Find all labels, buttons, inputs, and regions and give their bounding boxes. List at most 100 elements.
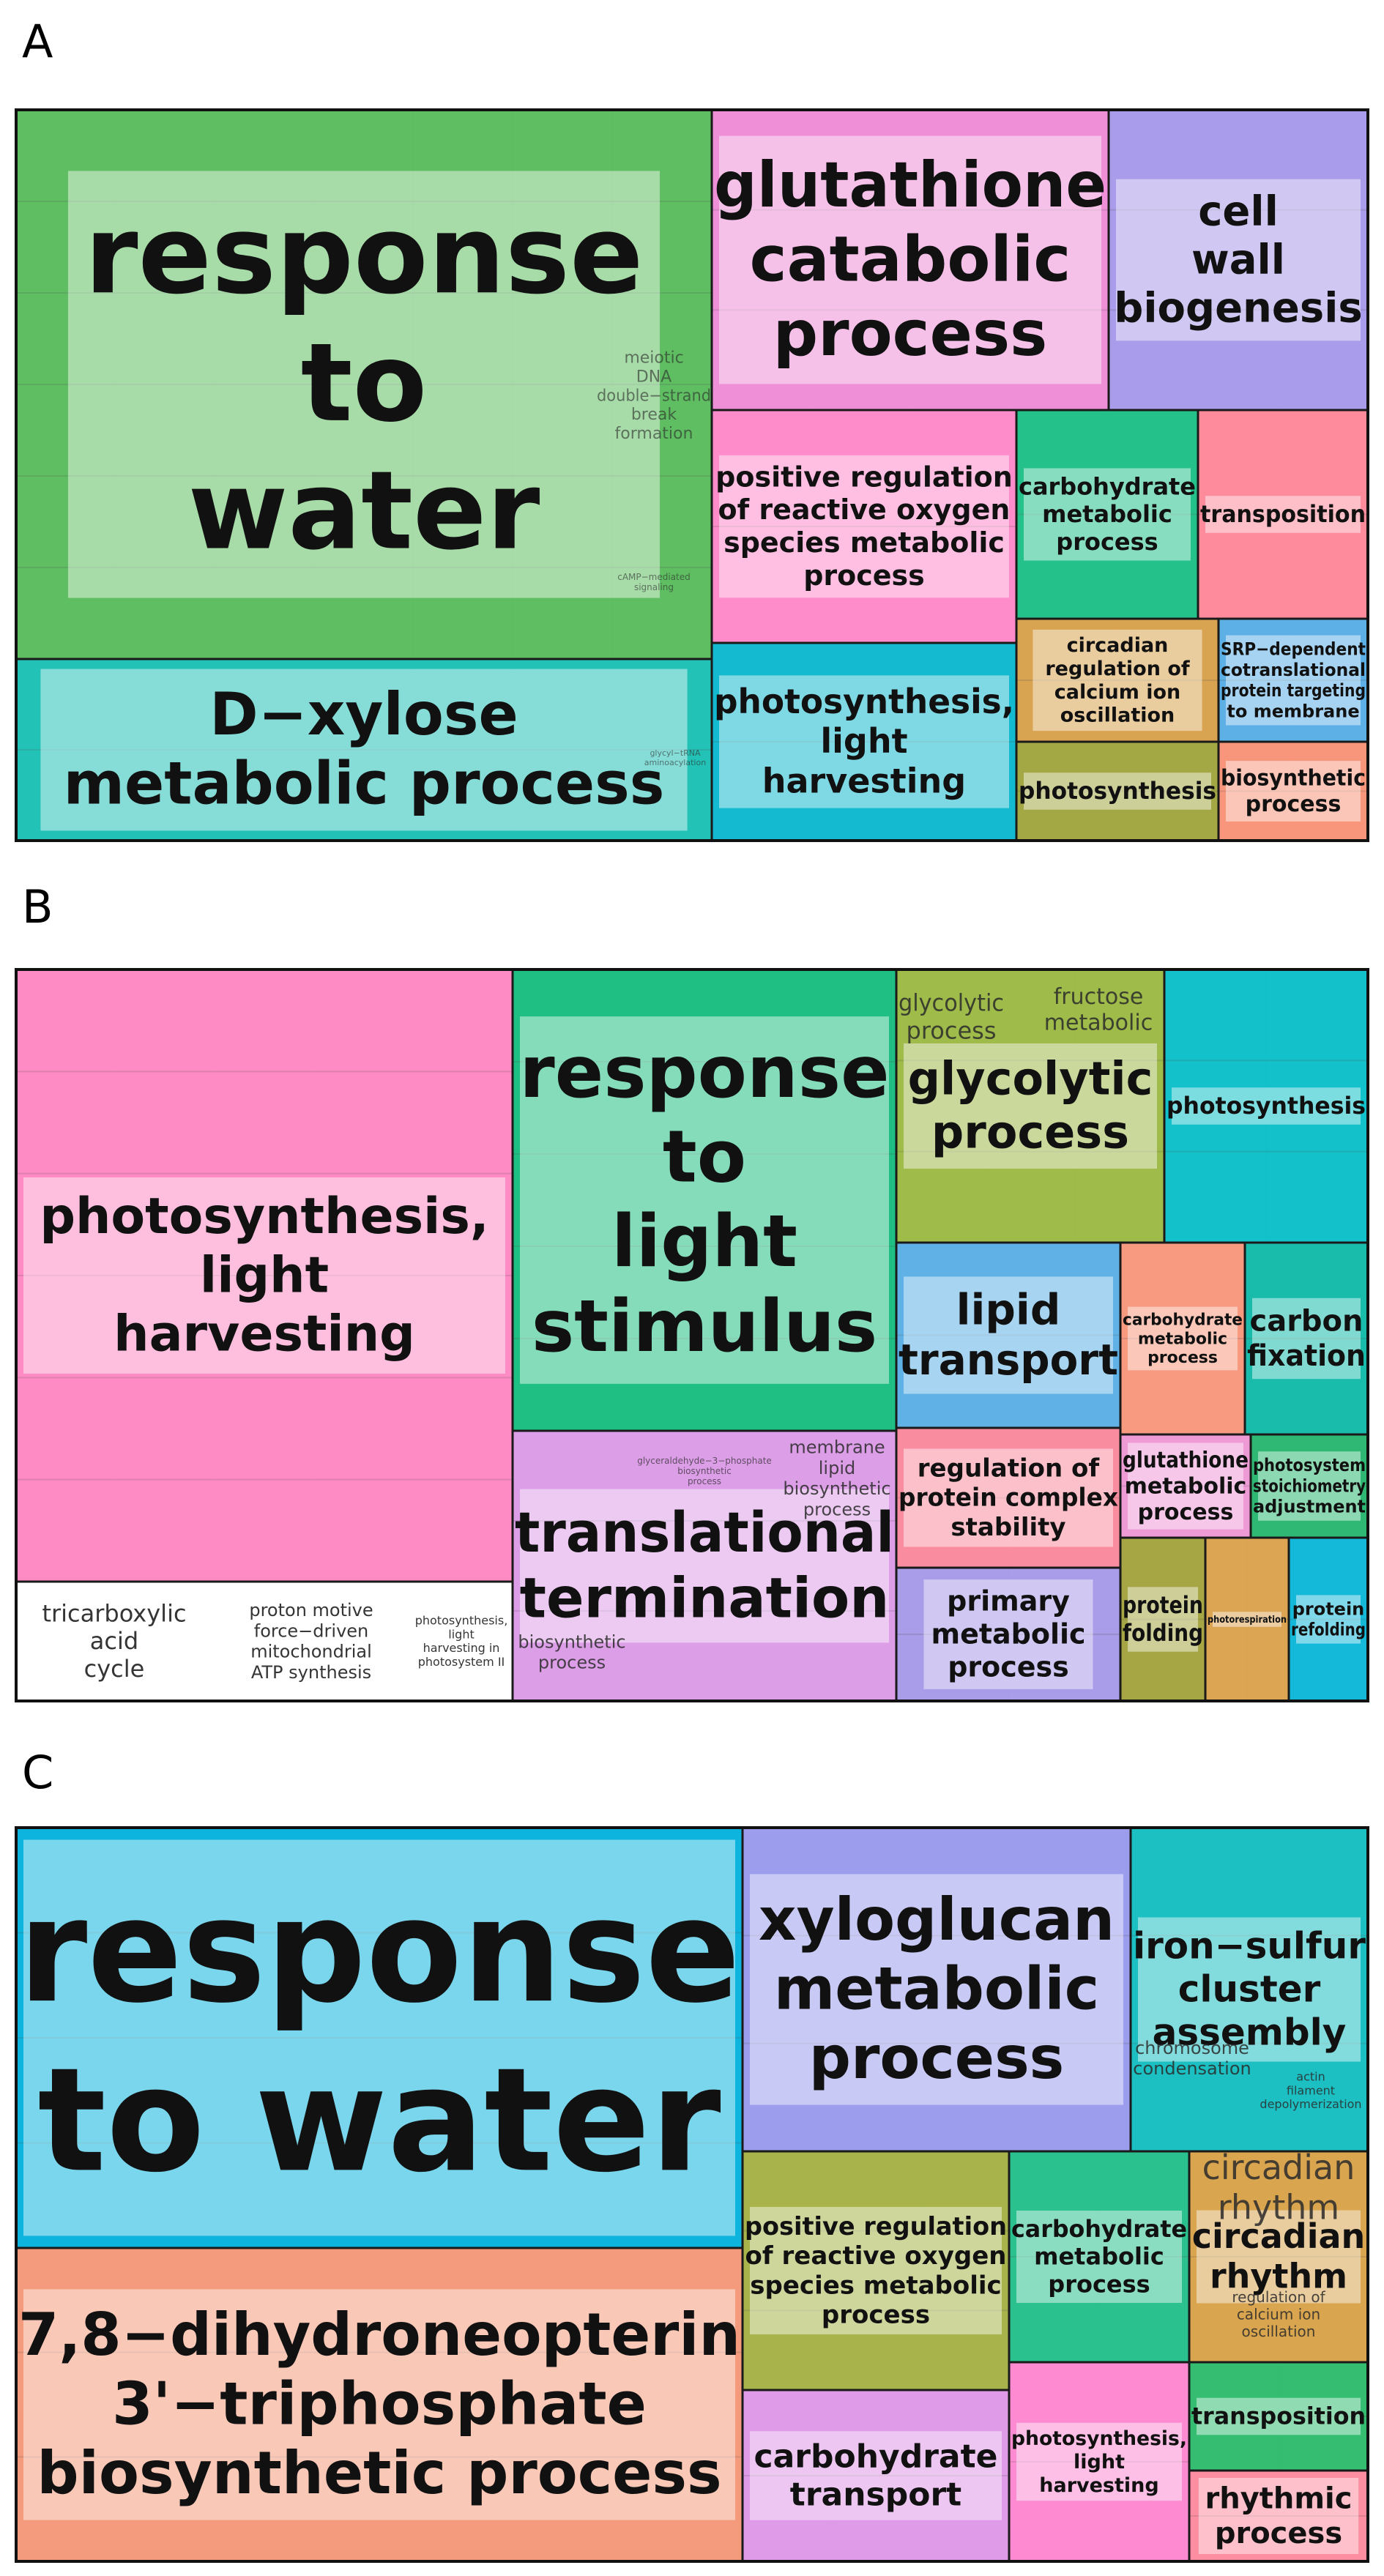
tile-label-2-4-line-2: of reactive oxygen (745, 2241, 1007, 2271)
tile-label-1-13-line-1: photorespiration (1208, 1615, 1287, 1626)
tile-bg (1219, 619, 1368, 742)
tile-label-0-5-line-1: carbohydrate (1019, 472, 1196, 500)
tile-label-2-9-line-1: transposition (1191, 2402, 1366, 2430)
tile-label-1-3-line-1: glycolytic (908, 1051, 1153, 1105)
tile-bg (16, 1828, 743, 2248)
tile-label-box (1252, 1298, 1361, 1380)
member-text-line-2: DNA (636, 368, 671, 386)
tile-bg (896, 969, 1164, 1243)
member-text-line-1: glyceraldehyde−3−phosphate (637, 1456, 772, 1466)
tile-label-0-1-line-1: D−xylose (209, 680, 518, 748)
member-label-1-0-1: proton motiveforce−drivenmitochondrialAT… (249, 1600, 373, 1683)
tile-label-1-8-line-2: protein complex (899, 1484, 1118, 1513)
tile-label-box (750, 1874, 1123, 2105)
tile-bg (1164, 969, 1368, 1243)
member-text-line-1: proton motive (249, 1600, 373, 1620)
tile-label-1-7-line-1: carbon (1249, 1305, 1363, 1339)
tile-label-box (1198, 2478, 1359, 2554)
member-text-line-1: membrane (789, 1437, 885, 1457)
member-text-line-2: light (448, 1627, 474, 1641)
treemap-frame (15, 108, 1369, 842)
tile-label-0-0-line-2: to (301, 320, 427, 446)
member-text-line-3: process (688, 1476, 721, 1486)
tile-label-0-7-line-3: harvesting (762, 761, 966, 800)
tile-label-1-5-line-1: lipid (956, 1284, 1061, 1334)
tile-label-box (1296, 1595, 1361, 1644)
tile-label-0-4-line-1: positive regulation (715, 461, 1013, 493)
member-text-line-3: oscillation (1242, 2323, 1316, 2340)
tile-label-1-1-line-1: response (519, 1031, 889, 1114)
tile-2-1: 7,8−dihydroneopterin3'−triphosphatebiosy… (15, 2246, 744, 2563)
tile-label-2-3-line-3: assembly (1153, 2011, 1347, 2054)
tile-label-1-1-line-4: stimulus (532, 1285, 877, 1369)
tile-bg (1016, 619, 1219, 742)
tile-label-2-0-line-2: to water (37, 2037, 721, 2204)
member-text-line-2: rhythm (1218, 2187, 1339, 2227)
member-text-line-1: chromosome (1135, 2038, 1249, 2058)
member-text-line-1: photosynthesis, (415, 1613, 508, 1627)
tile-label-box (1138, 1917, 1361, 2062)
tile-label-0-4-line-2: of reactive oxygen (718, 494, 1011, 526)
member-text-line-2: acid (90, 1627, 138, 1655)
tile-label-0-11-line-2: process (1246, 792, 1342, 817)
tile-label-box (520, 1016, 889, 1384)
tile-label-0-7-line-2: light (820, 721, 907, 761)
tile-label-1-5-line-2: transport (899, 1335, 1118, 1385)
tile-label-0-8-line-4: oscillation (1060, 704, 1175, 727)
tile-label-box (1024, 773, 1211, 810)
tile-label-2-5-line-3: process (1048, 2270, 1150, 2298)
tile-1-13: photorespiration (1204, 1536, 1290, 1702)
tile-label-0-2-line-2: catabolic (750, 223, 1071, 296)
tile-label-box (904, 1448, 1113, 1547)
treemap-frame (15, 968, 1369, 1702)
tile-label-0-8-line-3: calcium ion (1054, 681, 1181, 704)
tile-bg (1205, 1538, 1289, 1701)
tile-bg (896, 1568, 1120, 1701)
tile-bg (16, 2248, 743, 2561)
tile-label-box (1172, 1087, 1361, 1125)
tile-label-2-6-line-2: rhythm (1210, 2256, 1347, 2296)
tile-label-box (1213, 1612, 1281, 1627)
tile-label-0-0-line-1: response (85, 192, 644, 318)
member-text-line-2: condensation (1133, 2058, 1251, 2079)
tile-label-2-8-line-3: harvesting (1039, 2474, 1158, 2497)
member-text-line-2: biosynthetic (677, 1466, 732, 1476)
tile-label-1-11-line-3: process (948, 1650, 1069, 1683)
tile-label-box (1116, 179, 1361, 341)
tile-bg (1016, 410, 1198, 619)
member-text-line-5: formation (615, 425, 693, 443)
tile-bg (1009, 2362, 1189, 2561)
tile-label-2-8-line-2: light (1074, 2451, 1125, 2473)
tile-bg (1219, 742, 1368, 841)
tile-label-1-4-line-1: photosynthesis (1167, 1092, 1366, 1120)
tile-label-2-7-line-2: transport (790, 2476, 961, 2513)
tile-label-1-6-line-2: metabolic (1138, 1330, 1227, 1348)
tile-label-0-3-line-3: biogenesis (1114, 285, 1363, 332)
member-text-line-1: cAMP−mediated (617, 572, 691, 582)
tile-label-1-9-line-2: metabolic (1125, 1473, 1247, 1499)
member-text-line-1: glycolytic (899, 989, 1004, 1017)
tile-label-0-9-line-4: to membrane (1227, 701, 1359, 721)
tile-label-2-6-line-1: circadian (1192, 2216, 1366, 2256)
